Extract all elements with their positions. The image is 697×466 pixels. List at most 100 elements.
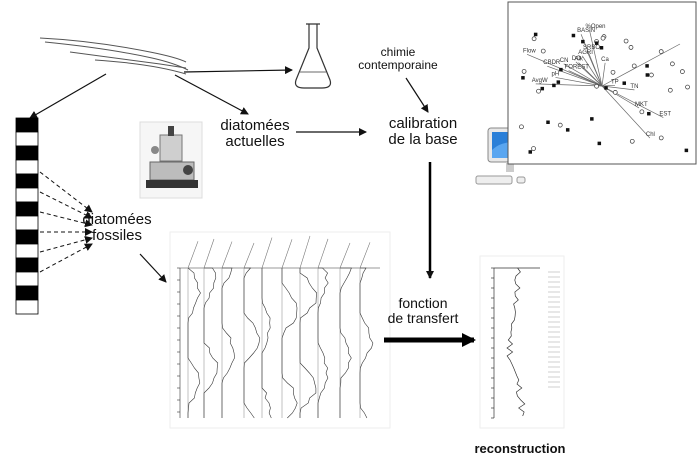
arrow-lake-to-beaker	[183, 66, 293, 75]
core-band	[15, 173, 39, 189]
core-band	[15, 271, 39, 287]
ordination-label: Chl	[646, 132, 655, 138]
ordination-label: CBDR	[543, 60, 561, 66]
ordination-point	[631, 63, 637, 69]
arrow-fossiles-to-diagram	[139, 253, 167, 283]
ordination-point	[599, 46, 604, 50]
core-band	[15, 159, 39, 175]
ordination-point	[531, 36, 537, 42]
beaker-icon	[294, 23, 332, 89]
core-band	[15, 187, 39, 203]
ordination-point	[645, 73, 650, 77]
ordination-point	[600, 35, 606, 41]
ordination-point	[521, 76, 525, 80]
ordination-label: EST	[659, 112, 671, 118]
ordination-label: MKT	[635, 102, 648, 108]
ordination-label: %Open	[585, 24, 605, 30]
ordination-point	[590, 117, 594, 121]
ordination-point	[565, 128, 570, 132]
ordination-label: BASIN	[577, 28, 595, 34]
label-reconstruction: reconstruction	[474, 441, 566, 456]
ordination-point	[594, 83, 599, 89]
ordination-point	[610, 69, 616, 75]
ordination-point	[667, 87, 673, 93]
ordination-point	[594, 41, 599, 45]
ordination-vectors	[526, 30, 681, 139]
sediment-core	[15, 117, 39, 315]
lake-sketch-icon	[39, 37, 189, 75]
ordination-points	[519, 32, 690, 154]
dashed-arrows-core-to-fossiles	[39, 171, 93, 273]
ordination-label: Alk	[575, 57, 584, 63]
microscope-icon	[139, 121, 203, 199]
ordination-label: SRBO	[583, 45, 600, 51]
ordination-point	[571, 33, 576, 38]
ordination-label: AGRI	[578, 50, 593, 56]
ordination-label: Flow	[523, 48, 536, 54]
ordination-point	[540, 48, 546, 54]
ordination-point	[556, 80, 561, 84]
ordination-label: DO	[572, 56, 581, 62]
arrow-lake-to-core	[29, 73, 107, 119]
core-band	[15, 145, 39, 161]
arrow-lake-to-actuelles	[174, 74, 249, 115]
ordination-point	[546, 120, 550, 125]
ordination-point	[639, 109, 645, 115]
ordination-point	[680, 69, 685, 74]
ordination-point	[533, 32, 538, 37]
ordination-label: pH	[551, 71, 559, 77]
ordination-point	[622, 81, 627, 85]
ordination-point	[519, 124, 524, 130]
ordination-point	[658, 135, 664, 141]
ordination-point	[559, 67, 563, 72]
core-band	[15, 243, 39, 259]
ordination-point	[649, 72, 654, 78]
ordination-point	[629, 138, 635, 144]
core-band	[15, 117, 39, 133]
ordination-label: Ca	[601, 57, 609, 63]
ordination-point	[528, 150, 533, 154]
ordination-point	[531, 146, 536, 151]
core-band	[15, 215, 39, 231]
ordination-point	[536, 88, 541, 94]
reconstruction-profile	[479, 255, 565, 429]
core-band	[15, 285, 39, 301]
ordination-label: TP	[611, 79, 619, 85]
ordination-point	[604, 86, 608, 90]
ordination-point	[612, 90, 618, 95]
core-band	[15, 131, 39, 147]
ordination-label: CN	[560, 58, 569, 64]
core-band	[15, 257, 39, 273]
ordination-label: FOREST	[565, 65, 590, 71]
ordination-point	[557, 122, 563, 128]
ordination-point	[597, 141, 602, 146]
ordination-point	[581, 39, 585, 44]
ordination-point	[628, 45, 634, 50]
ordination-point	[684, 148, 689, 153]
ordination-point	[685, 84, 690, 90]
ordination-label: AvgW	[532, 78, 548, 84]
stratigraphic-diagram	[169, 231, 391, 429]
ordination-point	[645, 64, 649, 68]
ordination-point	[540, 86, 545, 91]
core-band	[15, 201, 39, 217]
arrow-chimie-to-calibration	[405, 77, 429, 113]
ordination-point	[658, 49, 664, 54]
ordination-label: TN	[630, 84, 638, 90]
ordination-point	[647, 111, 651, 116]
core-band	[15, 229, 39, 245]
ordination-point	[521, 69, 527, 74]
ordination-point	[670, 61, 675, 67]
ordination-point	[552, 83, 556, 88]
ordination-point	[623, 38, 629, 44]
core-band	[15, 299, 39, 315]
